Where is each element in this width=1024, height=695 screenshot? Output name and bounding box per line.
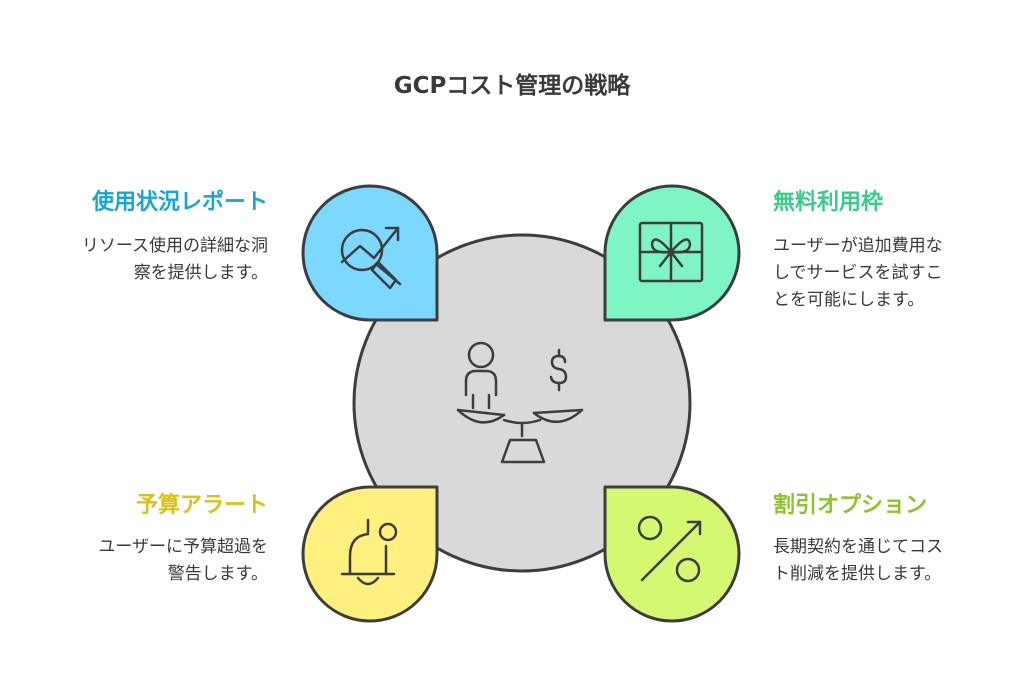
usage-reports-description: リソース使用の詳細な洞 察を提供します。 [30, 233, 268, 287]
free-tier-description: ユーザーが追加費用な しでサービスを試すこ とを可能にします。 [773, 233, 1003, 314]
budget-alerts-desc-line: ユーザーに予算超過を [98, 537, 268, 557]
usage-reports-desc-line: リソース使用の詳細な洞 [81, 236, 268, 256]
diagram-title: GCPコスト管理の戦略 [393, 73, 631, 99]
discounts-desc-line: 長期契約を通じてコス [773, 537, 943, 557]
gift-icon [638, 221, 704, 283]
bell-notification-icon [340, 518, 398, 586]
free-tier-desc-line: とを可能にします。 [773, 290, 925, 310]
discounts-heading: 割引オプション [773, 493, 928, 518]
discounts-shape [603, 485, 741, 623]
usage-reports-heading: 使用状況レポート [91, 190, 268, 215]
budget-alerts-shape [301, 485, 439, 623]
percent-icon [637, 515, 702, 583]
discounts-desc-line: ト削減を提供します。 [773, 564, 942, 584]
discounts-description: 長期契約を通じてコス ト削減を提供します。 [773, 534, 1003, 588]
budget-alerts-desc-line: 警告します。 [167, 564, 268, 584]
budget-alerts-heading: 予算アラート [135, 493, 268, 518]
budget-alerts-description: ユーザーに予算超過を 警告します。 [30, 534, 268, 588]
person-dollar-scale-icon [456, 341, 584, 464]
free-tier-desc-line: ユーザーが追加費用な [773, 236, 943, 256]
usage-reports-desc-line: 察を提供します。 [133, 263, 268, 283]
chart-magnifier-icon [340, 226, 402, 290]
free-tier-desc-line: しでサービスを試すこ [773, 263, 943, 283]
free-tier-heading: 無料利用枠 [773, 190, 884, 215]
